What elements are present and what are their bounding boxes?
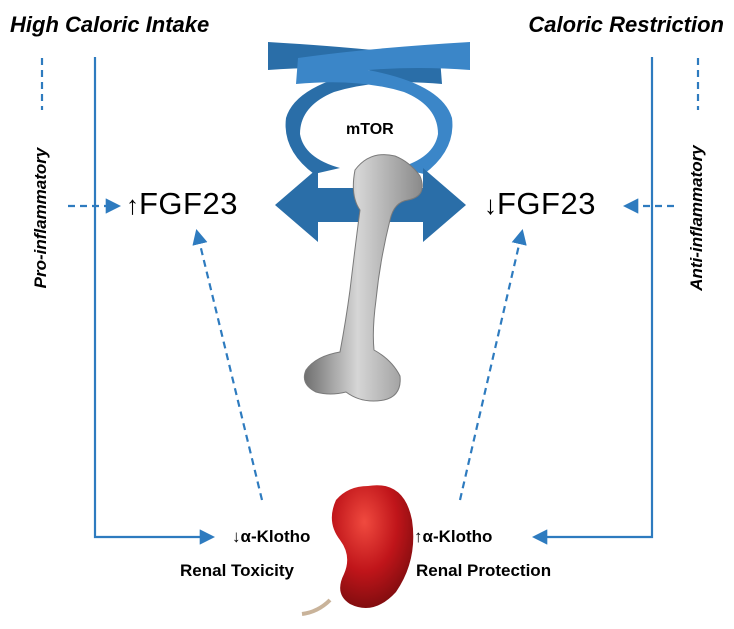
right-fgf23: ↓FGF23: [484, 186, 596, 222]
left-fgf23-text: FGF23: [139, 186, 238, 221]
left-klotho-text: α-Klotho: [240, 527, 311, 546]
left-big-arrow: [275, 168, 360, 242]
bone-image: [303, 154, 423, 402]
left-effect: Renal Toxicity: [180, 561, 294, 580]
left-klotho: ↓α-Klotho: [232, 527, 310, 547]
left-fgf23: ↑FGF23: [126, 186, 238, 222]
left-title: High Caloric Intake: [10, 12, 210, 37]
up-arrow-icon: ↑: [414, 527, 423, 546]
up-arrow-icon: ↑: [126, 190, 139, 220]
left-klotho-to-fgf23: [192, 229, 264, 501]
right-klotho: ↑α-Klotho: [414, 527, 492, 547]
down-arrow-icon: ↓: [484, 190, 497, 220]
mtor-label: mTOR: [346, 121, 394, 138]
left-solid-connector: [93, 57, 216, 545]
mtor-helix: [268, 42, 470, 174]
right-solid-connector: [531, 57, 654, 545]
right-klotho-to-fgf23: [458, 228, 527, 501]
right-fgf23-text: FGF23: [497, 186, 596, 221]
down-arrow-icon: ↓: [232, 527, 241, 546]
right-side-label: Anti-inflammatory: [687, 145, 706, 291]
right-effect: Renal Protection: [416, 561, 552, 580]
right-big-arrow: [381, 168, 466, 242]
kidney-image: [301, 485, 414, 616]
right-klotho-text: α-Klotho: [422, 527, 493, 546]
right-title: Caloric Restriction: [528, 12, 724, 37]
left-side-label: Pro-inflammatory: [31, 147, 50, 289]
